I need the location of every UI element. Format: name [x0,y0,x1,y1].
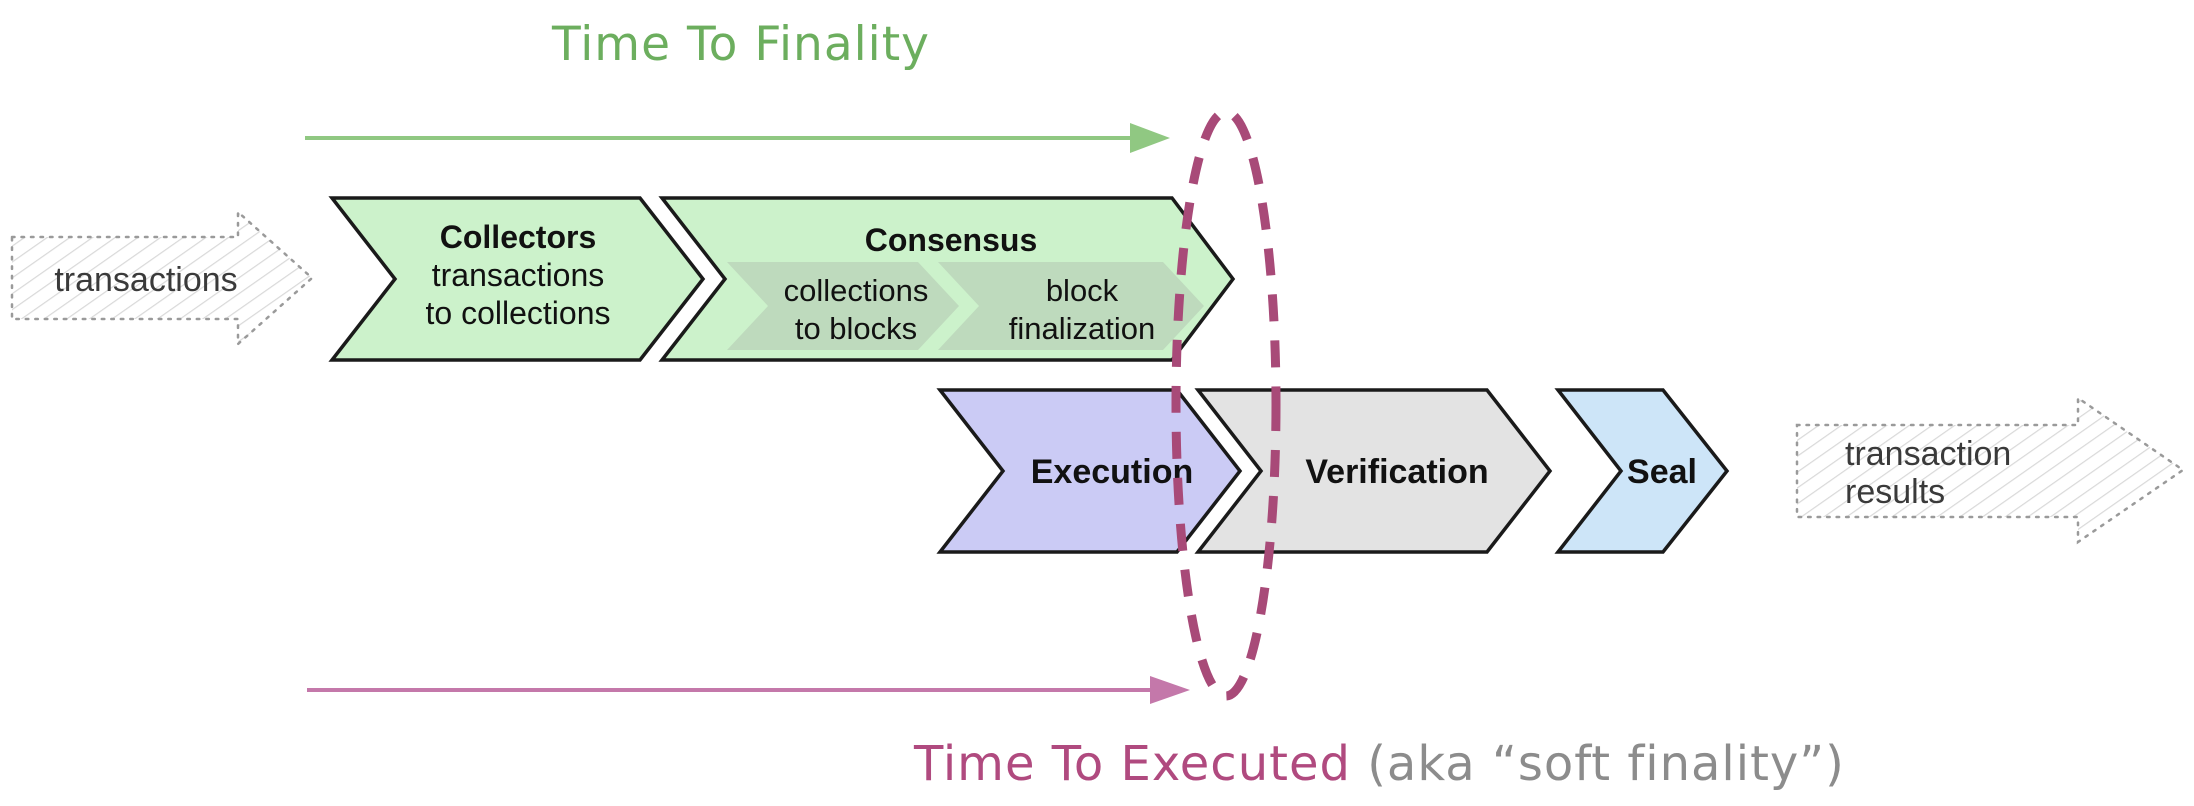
stage-verification-shape [1194,388,1553,554]
transaction-results-arrow-shape [1795,395,2186,545]
time-to-executed-arrowhead-icon [1150,676,1190,704]
transactions-input-arrow-shape [10,209,314,347]
transaction-results-label-line2: results [1845,473,1945,511]
stage-consensus: Consensus collections to blocks block fi… [658,196,1236,362]
transactions-input-label: transactions [54,261,237,299]
stage-collectors: Collectors transactions to collections [328,196,706,362]
stage-execution: Execution [936,388,1243,554]
substage-collections-to-blocks-line2: to blocks [795,311,917,346]
stage-verification: Verification [1194,388,1553,554]
time-to-finality-arrow [305,123,1170,153]
stage-collectors-subtitle-line1: transactions [432,257,605,293]
stage-seal: Seal [1554,388,1730,554]
stage-collectors-subtitle-line2: to collections [426,295,611,331]
substage-block-finalization-shape [938,262,1204,350]
substage-block-finalization-line2: finalization [1009,311,1155,346]
time-to-executed-title-strong: Time To Executed [913,736,1351,792]
transactions-input-arrow: transactions [10,209,314,347]
stage-execution-title: Execution [1031,453,1193,491]
transaction-results-label-line1: transaction [1845,435,2011,473]
stage-verification-title: Verification [1305,453,1488,491]
stage-seal-shape [1554,388,1730,554]
substage-collections-to-blocks-shape [727,262,959,350]
time-to-executed-title: Time To Executed (aka “soft finality”) [913,736,1845,792]
stage-collectors-title: Collectors [440,219,596,255]
stage-consensus-title: Consensus [865,222,1037,258]
stage-seal-title: Seal [1627,453,1697,491]
time-to-executed-arrow [307,676,1190,704]
time-to-finality-title: Time To Finality [551,17,930,72]
time-to-finality-arrowhead-icon [1130,123,1170,153]
substage-collections-to-blocks-line1: collections [784,273,929,308]
transaction-results-output-arrow: transaction results [1795,395,2186,545]
stage-collectors-shape [328,196,706,362]
substage-block-finalization-line1: block [1046,273,1119,308]
soft-finality-boundary-ellipse [1171,107,1281,701]
time-to-executed-title-note: (aka “soft finality”) [1351,736,1845,792]
